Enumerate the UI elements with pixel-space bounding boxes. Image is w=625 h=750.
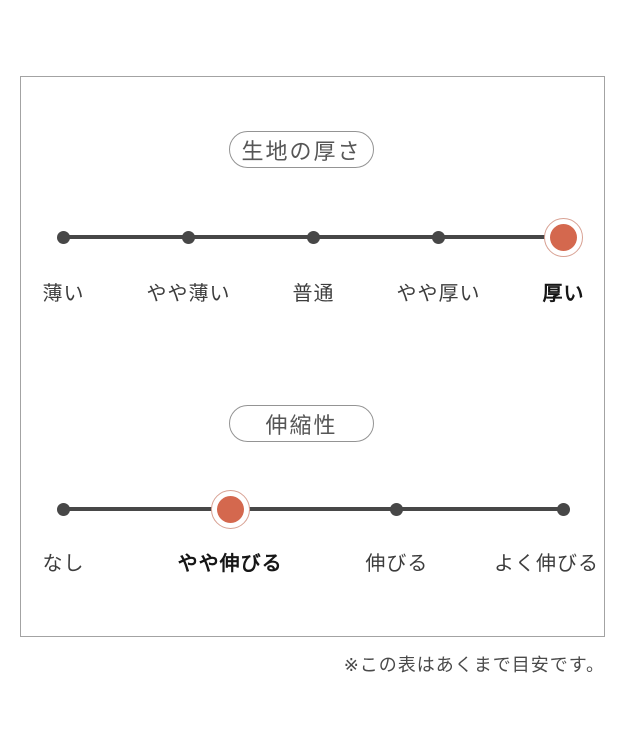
stretchiness-label: 伸びる [365,553,429,575]
stretchiness-scale-track [63,507,564,511]
fabric-thickness-dot [182,230,195,244]
fabric-thickness-selected-marker [544,217,583,257]
fabric-thickness-label: 普通 [292,283,335,305]
fabric-thickness-label: やや薄い [146,283,231,305]
stretchiness-label: なし [42,553,85,575]
stretchiness-dot [557,502,570,516]
stretchiness-label: よく伸びる [494,553,599,575]
fabric-thickness-dot [57,230,70,244]
stretchiness-selected-dot [216,495,244,523]
stretchiness-dot [390,502,404,516]
fabric-thickness-label: 厚い [542,283,585,305]
fabric-thickness-label: やや厚い [396,283,481,305]
fabric-thickness-selected-dot [550,223,577,251]
stretchiness-selected-marker [210,489,250,529]
disclaimer-note: ※この表はあくまで目安です。 [343,655,605,675]
chart-border-box [20,76,605,637]
stretchiness-dot [57,502,70,516]
fabric-thickness-dot [307,230,320,244]
stretchiness-label: やや伸びる [177,553,283,575]
fabric-thickness-dot [432,230,445,244]
stretchiness-title-pill: 伸縮性 [229,405,374,442]
stretchiness-title: 伸縮性 [265,412,338,438]
fabric-thickness-title: 生地の厚さ [241,138,362,164]
fabric-thickness-title-pill: 生地の厚さ [229,131,374,168]
fabric-thickness-label: 薄い [42,283,85,305]
